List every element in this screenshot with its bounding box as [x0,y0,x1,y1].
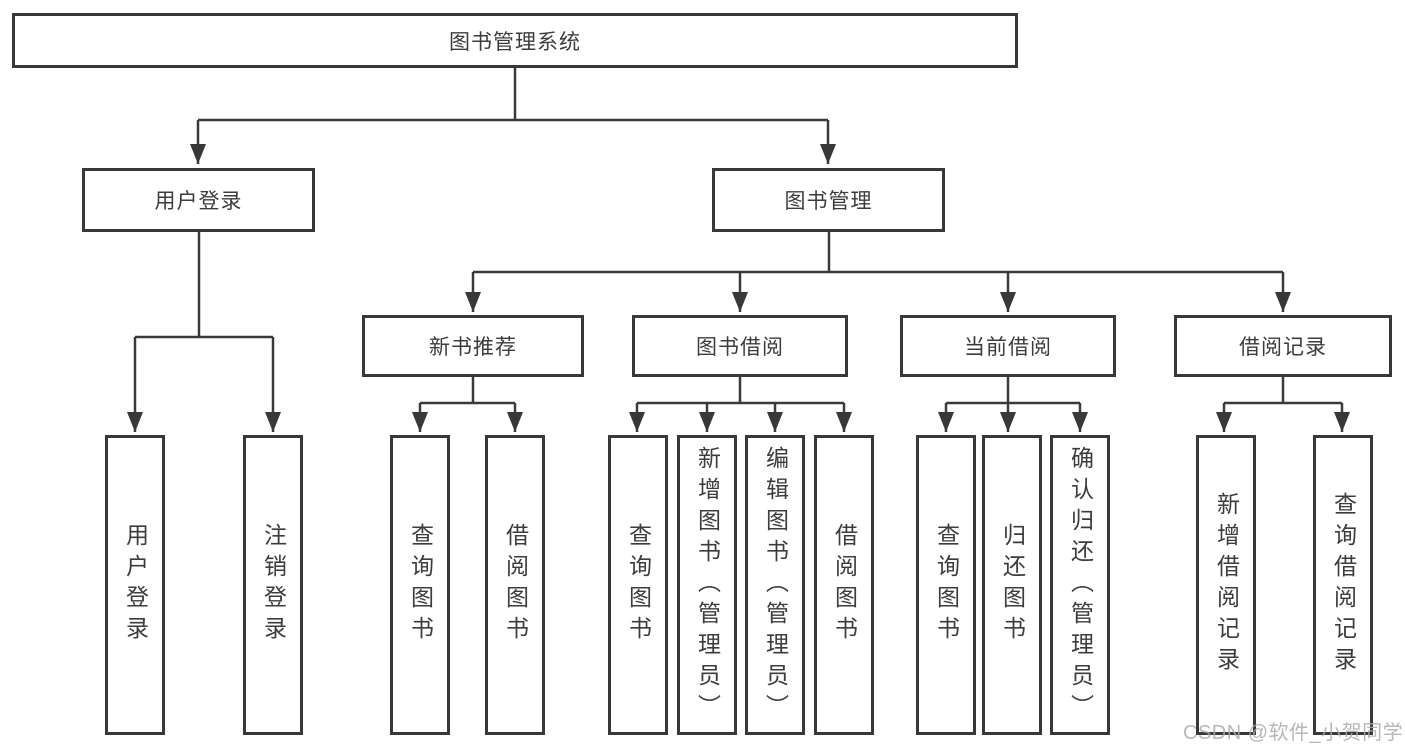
leaf-return-books-label: 归还图书 [999,523,1026,647]
connector-newbook-bar [420,377,515,405]
leaf-add-book-admin: 新增图书（管理员） [677,435,737,735]
node-book-borrow: 图书借阅 [632,315,848,377]
leaf-query-books-3-label: 查询图书 [933,523,960,647]
node-borrow-records-label: 借阅记录 [1239,336,1327,359]
leaf-query-books-3: 查询图书 [916,435,976,735]
leaf-confirm-return-admin: 确认归还（管理员） [1050,435,1110,735]
leaf-confirm-return-admin-label: 确认归还（管理员） [1067,445,1094,725]
connector-currentborrow-bar [946,377,1080,405]
node-new-book-recommend-label: 新书推荐 [429,336,517,359]
node-current-borrow: 当前借阅 [900,315,1116,377]
csdn-watermark: CSDN @软件_小贺同学 [1183,722,1404,744]
node-library-system: 图书管理系统 [12,13,1018,68]
connector-userlogin-bar [135,232,273,339]
leaf-user-login: 用户登录 [105,435,165,735]
node-book-management-label: 图书管理 [784,190,873,213]
connector-records-bar [1224,377,1342,405]
leaf-query-borrow-record: 查询借阅记录 [1313,435,1373,735]
connector-bookmgmt-bar [473,232,1283,274]
node-current-borrow-label: 当前借阅 [964,336,1052,359]
leaf-query-books-1-label: 查询图书 [407,523,434,647]
leaf-add-borrow-record: 新增借阅记录 [1196,435,1256,735]
leaf-edit-book-admin-label: 编辑图书（管理员） [762,445,789,725]
leaf-borrow-books-1-label: 借阅图书 [502,523,529,647]
leaf-add-borrow-record-label: 新增借阅记录 [1213,492,1240,678]
node-library-system-label: 图书管理系统 [449,30,581,54]
leaf-logout: 注销登录 [243,435,303,735]
leaf-query-books-2-label: 查询图书 [625,523,652,647]
connector-root-bar [198,68,828,122]
leaf-user-login-label: 用户登录 [122,523,149,647]
node-new-book-recommend: 新书推荐 [362,315,584,377]
leaf-query-books-2: 查询图书 [608,435,668,735]
leaf-add-book-admin-label: 新增图书（管理员） [694,445,721,725]
node-user-login-label: 用户登录 [154,190,243,213]
leaf-return-books: 归还图书 [982,435,1042,735]
leaf-borrow-books-2: 借阅图书 [814,435,874,735]
leaf-query-borrow-record-label: 查询借阅记录 [1330,492,1357,678]
leaf-logout-label: 注销登录 [260,523,287,647]
node-book-borrow-label: 图书借阅 [696,336,784,359]
node-user-login: 用户登录 [82,168,315,232]
node-borrow-records: 借阅记录 [1174,315,1392,377]
node-book-management: 图书管理 [712,168,945,232]
leaf-borrow-books-1: 借阅图书 [485,435,545,735]
leaf-edit-book-admin: 编辑图书（管理员） [745,435,805,735]
leaf-query-books-1: 查询图书 [390,435,450,735]
leaf-borrow-books-2-label: 借阅图书 [831,523,858,647]
connector-bookborrow-bar [637,377,844,405]
